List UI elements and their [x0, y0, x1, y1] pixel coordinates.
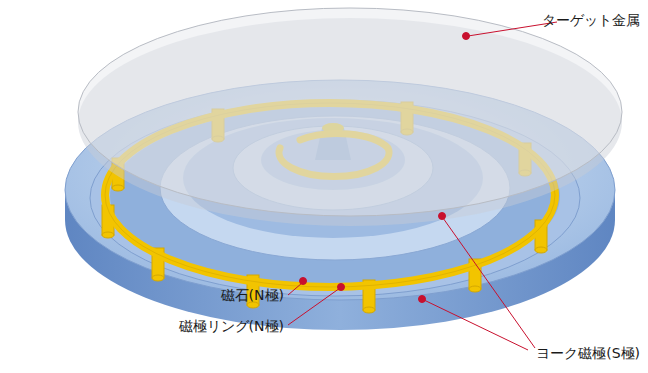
target-label: ターゲット金属 [542, 12, 640, 29]
magnet-label: 磁石(N極) [221, 287, 284, 304]
pole-ring-label: 磁極リング(N極) [179, 318, 284, 335]
yoke-label: ヨーク磁極(S極) [536, 345, 640, 362]
